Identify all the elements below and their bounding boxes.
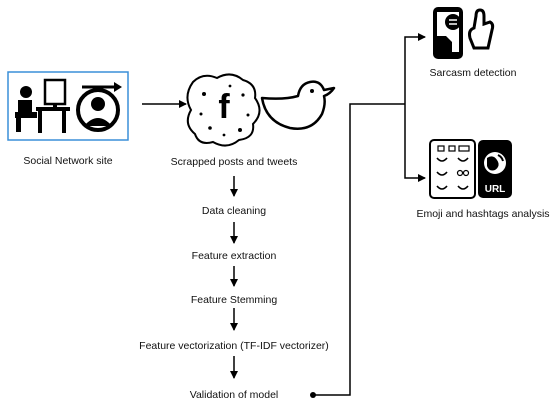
step-data-cleaning: Data cleaning	[201, 205, 267, 217]
step-feature-stemming: Feature Stemming	[190, 294, 278, 306]
emoji-hashtag-phone-icon	[429, 139, 476, 199]
url-badge-text: URL	[485, 184, 506, 195]
step-feature-extraction: Feature extraction	[191, 250, 277, 262]
social-network-frame	[7, 71, 129, 141]
social-network-label: Social Network site	[23, 155, 113, 167]
sarcasm-phone-icon	[433, 7, 495, 59]
twitter-bird-icon	[260, 80, 336, 130]
facebook-icon	[186, 73, 261, 147]
step-feature-vectorization: Feature vectorization (TF-IDF vectorizer…	[139, 340, 329, 352]
url-globe-icon	[478, 140, 512, 198]
clock-avatar-icon	[76, 82, 122, 132]
emoji-hashtag-label: Emoji and hashtags analysis	[416, 208, 550, 220]
desktop-user-icon	[15, 78, 70, 133]
sarcasm-label: Sarcasm detection	[429, 67, 517, 79]
posts-label: Scrapped posts and tweets	[170, 156, 298, 168]
facebook-letter: f	[218, 88, 230, 126]
validation-connector	[313, 103, 405, 396]
step-validation-of-model: Validation of model	[189, 389, 279, 401]
